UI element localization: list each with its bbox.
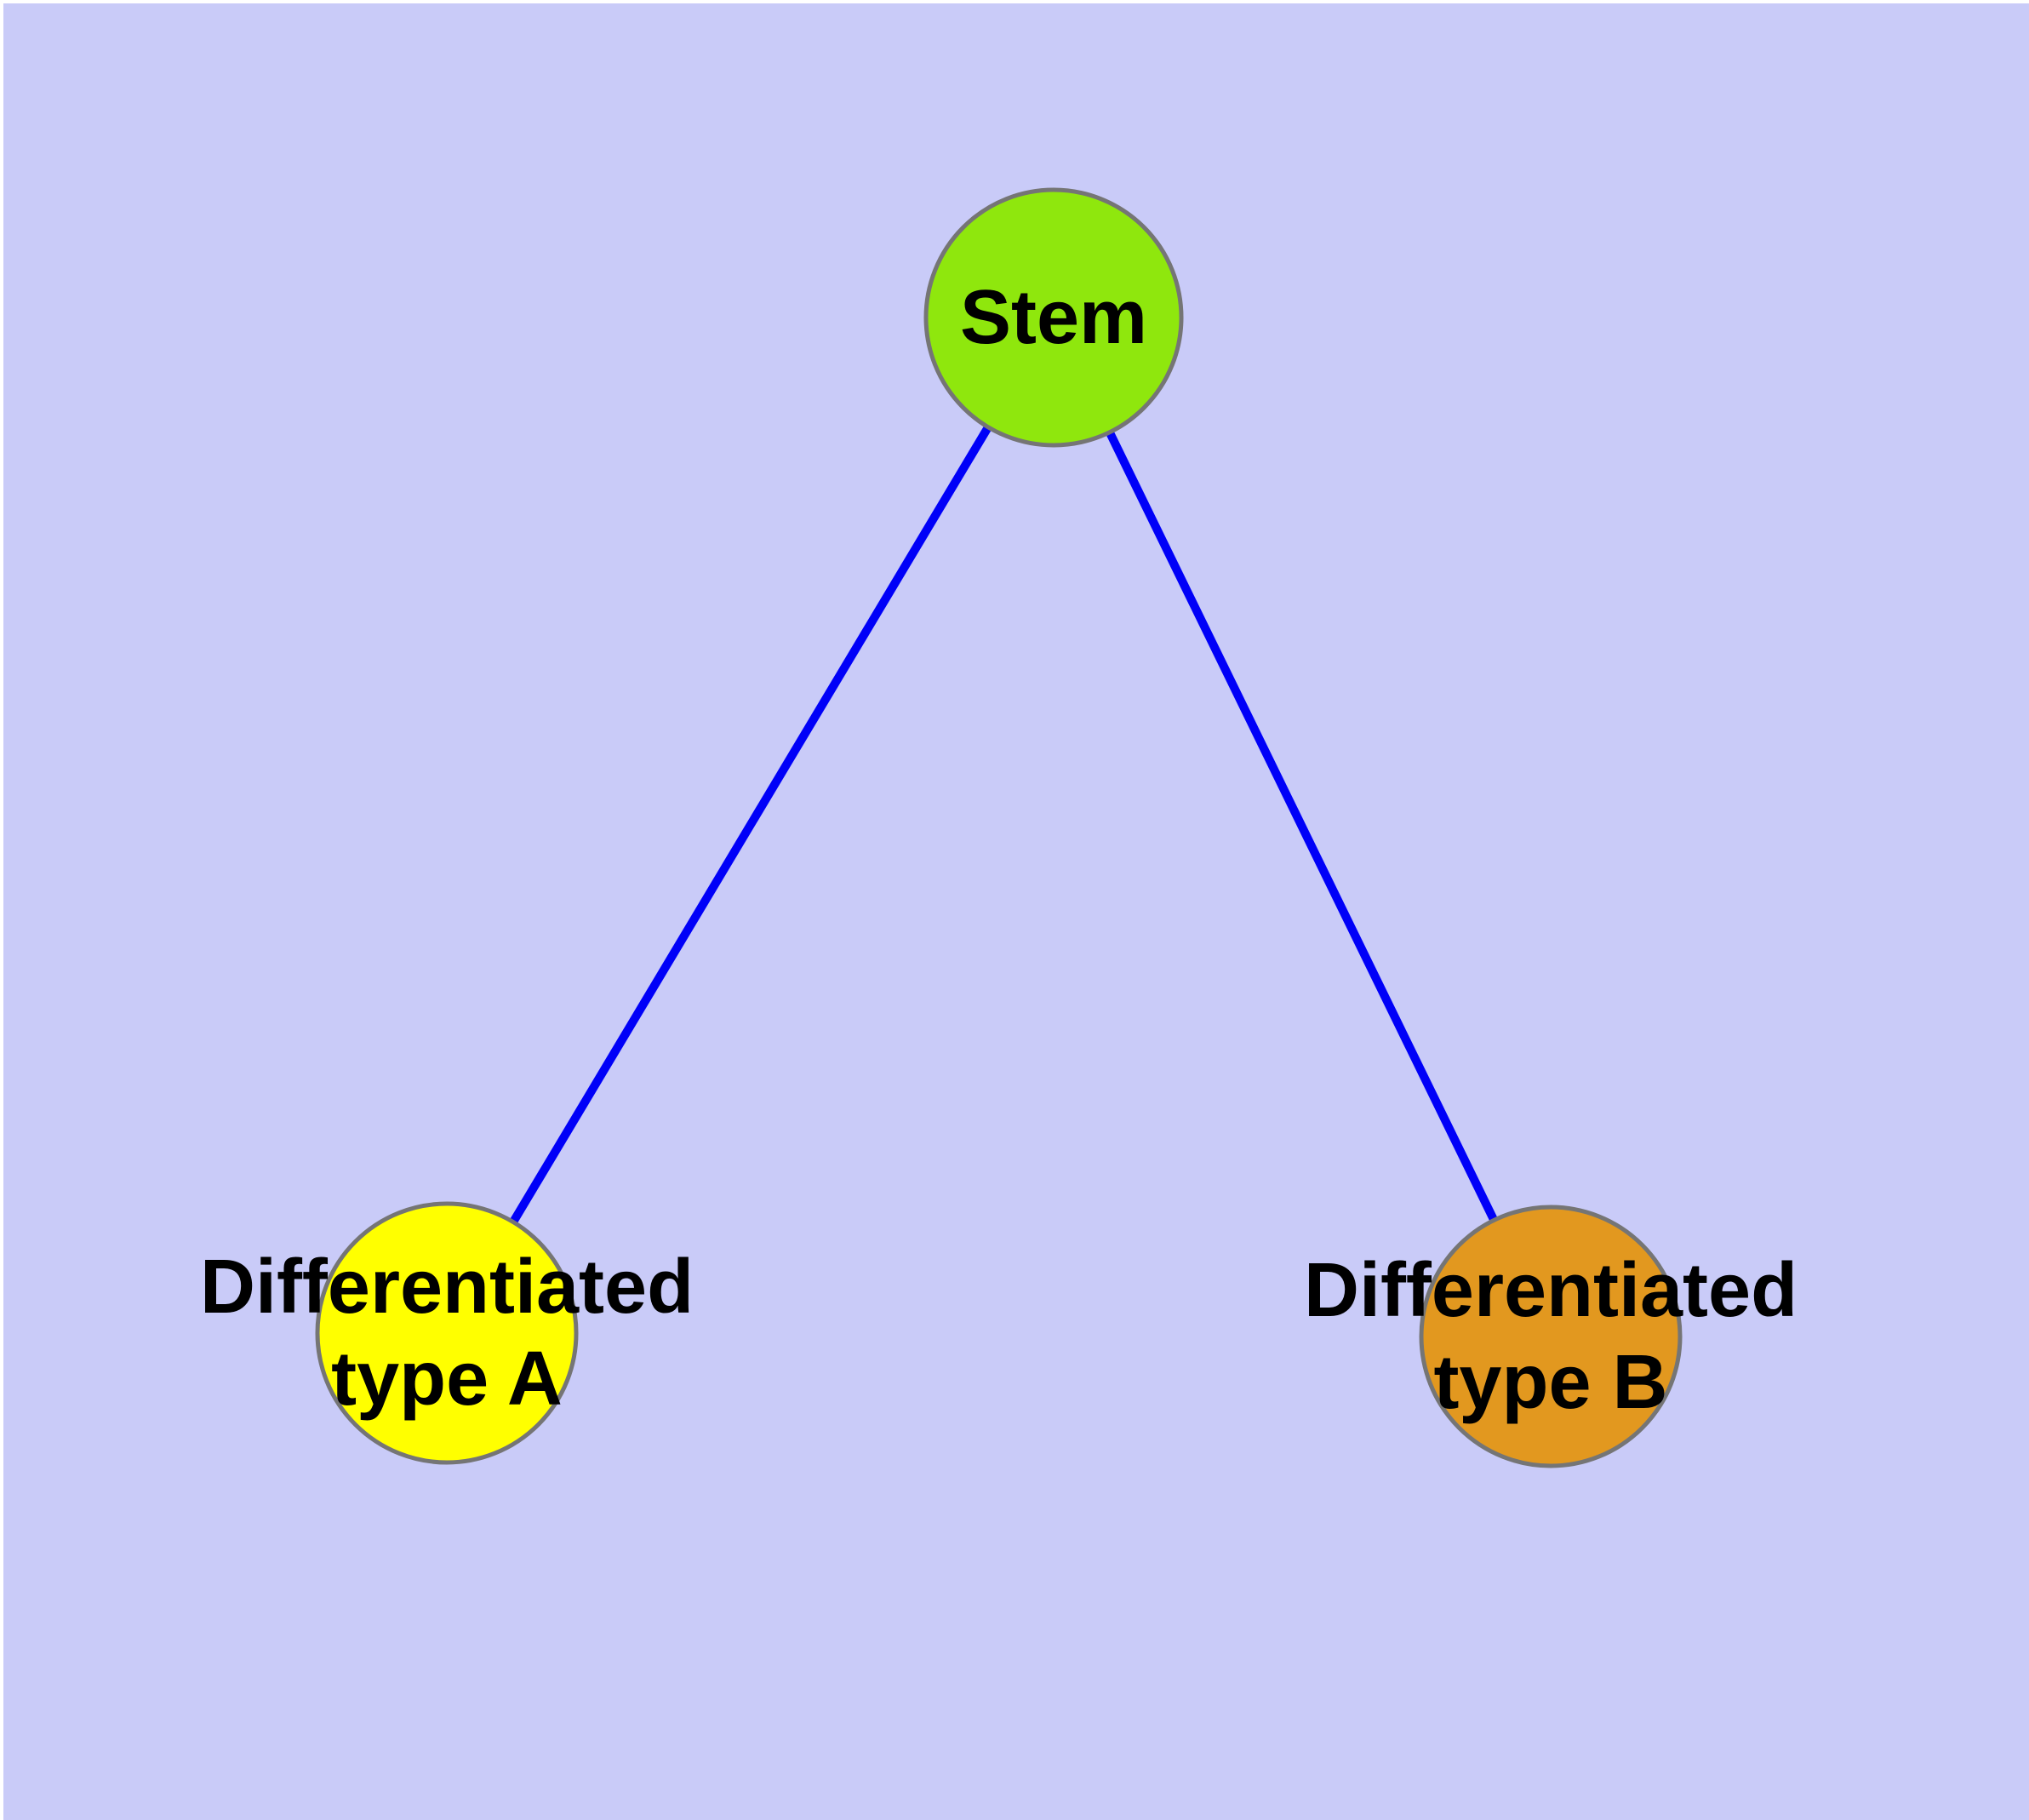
edge-stem-to-type-b xyxy=(1049,315,1555,1339)
node-stem xyxy=(923,187,1184,448)
node-differentiated-type-a xyxy=(315,1201,579,1465)
node-differentiated-type-b xyxy=(1419,1205,1683,1468)
edge-stem-to-type-a xyxy=(443,315,1058,1336)
